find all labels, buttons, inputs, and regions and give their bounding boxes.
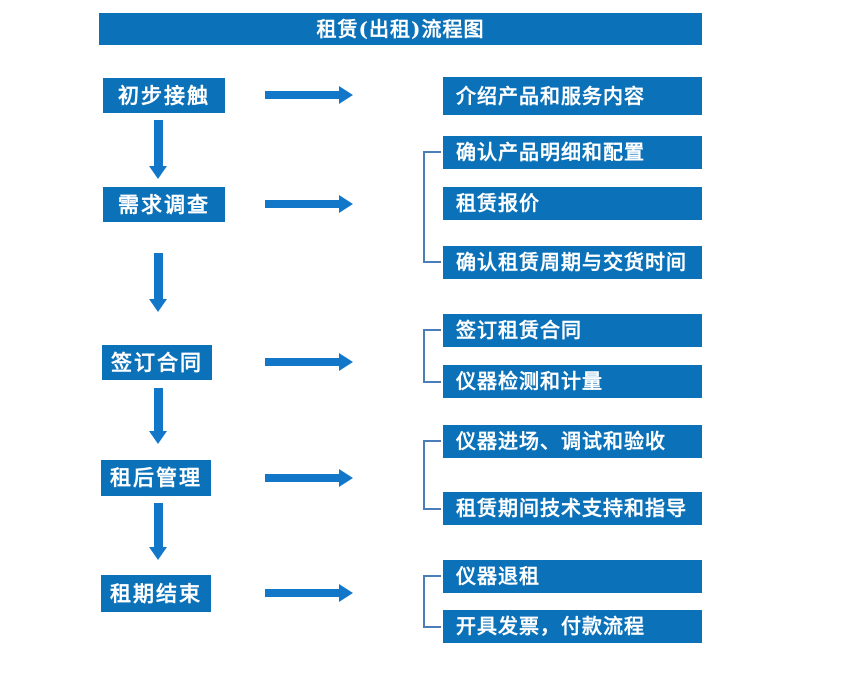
arrow-right-2: [265, 195, 353, 213]
output-box-instrument-inspection: 仪器检测和计量: [443, 365, 702, 398]
flowchart-title: 租赁(出租)流程图: [99, 13, 702, 45]
arrow-right-5: [265, 584, 353, 602]
output-box-rental-quote: 租赁报价: [443, 187, 702, 220]
arrow-down-2: [149, 253, 167, 312]
bracket-group-3: [423, 329, 441, 383]
output-box-instrument-setup-acceptance: 仪器进场、调试和验收: [443, 425, 702, 458]
arrow-down-3: [149, 388, 167, 444]
stage-box-post-rental-management: 租后管理: [101, 460, 211, 496]
bracket-group-5: [423, 575, 441, 628]
output-box-technical-support: 租赁期间技术支持和指导: [443, 492, 702, 525]
stage-box-sign-contract: 签订合同: [102, 345, 212, 380]
arrow-right-1: [265, 86, 353, 104]
output-box-invoice-payment: 开具发票，付款流程: [443, 610, 702, 643]
stage-box-initial-contact: 初步接触: [103, 78, 225, 113]
output-box-sign-rental-contract: 签订租赁合同: [443, 314, 702, 347]
arrow-right-3: [265, 353, 353, 371]
stage-box-demand-survey: 需求调查: [103, 187, 225, 222]
output-box-introduce-products: 介绍产品和服务内容: [443, 77, 702, 115]
output-box-confirm-product-details: 确认产品明细和配置: [443, 136, 702, 169]
arrow-down-1: [149, 120, 167, 179]
bracket-group-4: [423, 440, 441, 510]
bracket-group-2: [423, 151, 441, 263]
arrow-down-4: [149, 503, 167, 560]
arrow-right-4: [265, 469, 353, 487]
output-box-instrument-return: 仪器退租: [443, 560, 702, 593]
output-box-confirm-rental-period: 确认租赁周期与交货时间: [443, 246, 702, 279]
stage-box-rental-end: 租期结束: [101, 575, 211, 612]
